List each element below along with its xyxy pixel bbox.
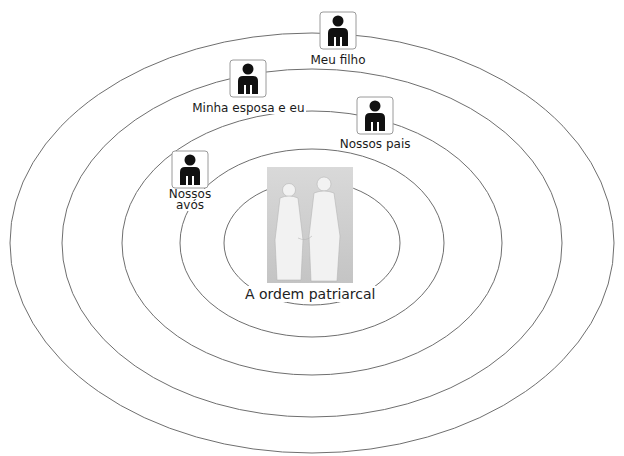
person-label: Nossos avós (163, 189, 217, 211)
robed-figures (275, 177, 340, 281)
ring (62, 69, 562, 417)
person-label: Minha esposa e eu (190, 103, 306, 114)
person-icon (357, 97, 393, 134)
person-icon (172, 151, 208, 188)
center-label: A ordem patriarcal (243, 286, 377, 302)
patriarch-picture (267, 167, 353, 283)
person-label: Meu filho (309, 55, 368, 66)
person-icon (230, 60, 266, 97)
patriarch-node: A ordem patriarcal (243, 167, 378, 303)
person-node: Nossos pais (338, 97, 413, 152)
figure-head (317, 177, 331, 191)
person-icon (320, 12, 356, 49)
person-label: Nossos pais (338, 139, 413, 150)
ring (122, 111, 502, 375)
concentric-rings (10, 33, 614, 453)
figure-robe (309, 191, 340, 281)
figure-head (283, 184, 296, 197)
picture-ground (267, 167, 353, 283)
joined-hands (298, 236, 312, 240)
person-node: Nossos avós (163, 151, 217, 213)
figure-robe (275, 196, 303, 280)
person-node: Meu filho (309, 12, 368, 68)
ring (10, 33, 614, 453)
person-node: Minha esposa e eu (190, 60, 307, 116)
ring (180, 149, 444, 337)
